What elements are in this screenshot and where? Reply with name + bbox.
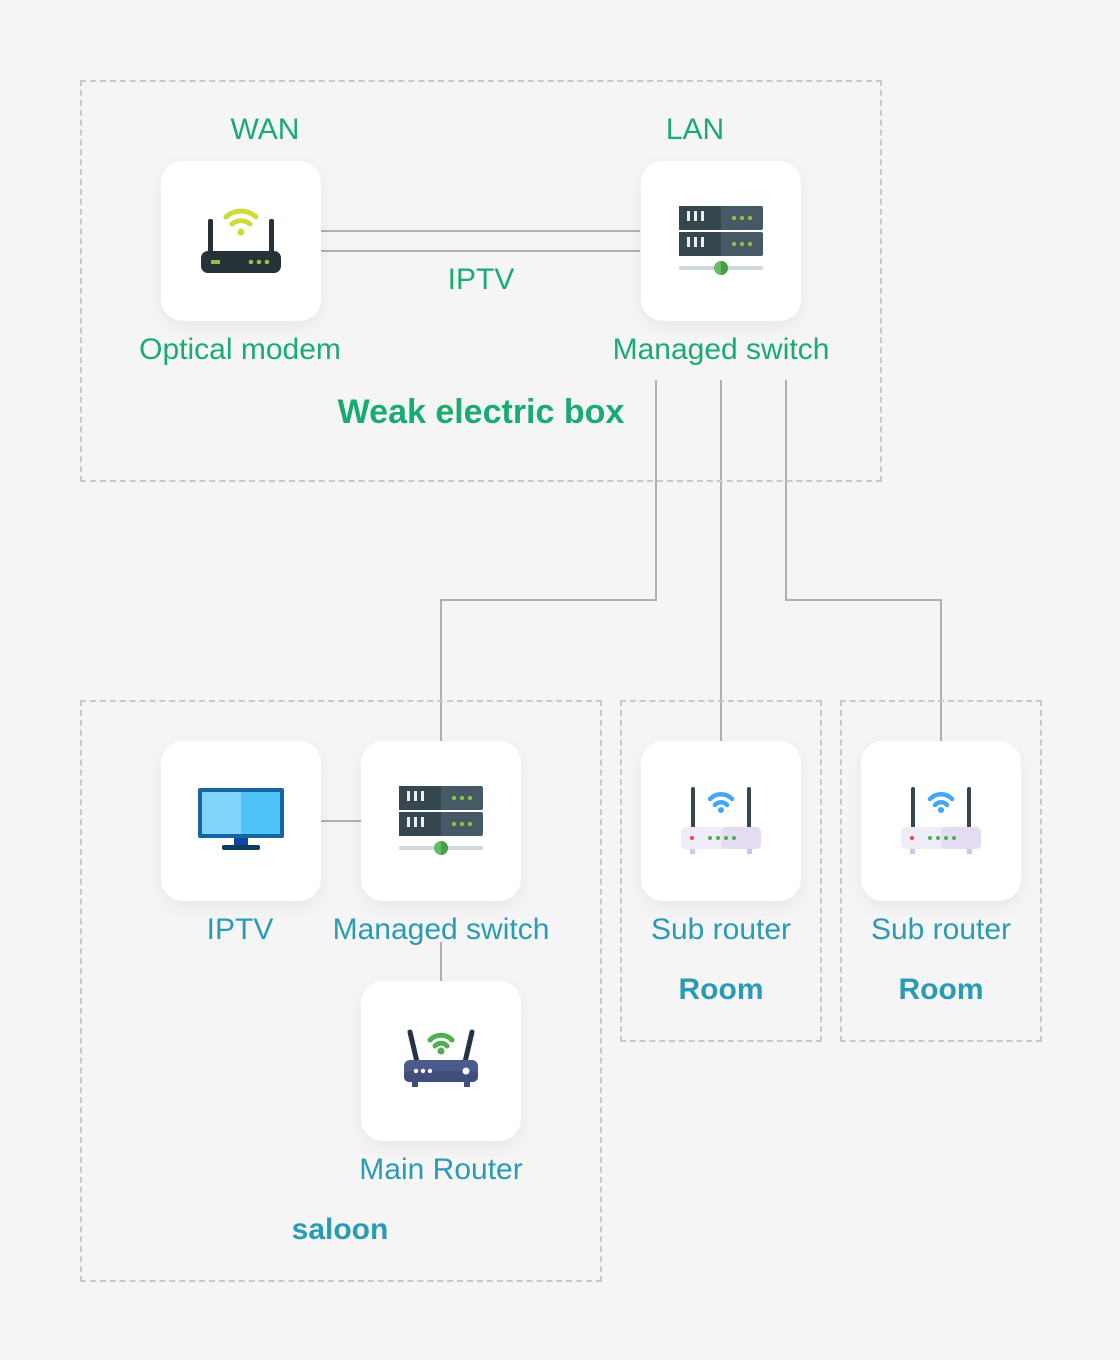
optical-modem-icon — [201, 208, 281, 273]
optical-modem-label: Optical modem — [139, 333, 341, 366]
sub-router-card-2[interactable] — [861, 741, 1021, 901]
sub-router-card-1[interactable] — [641, 741, 801, 901]
saloon-zone — [80, 700, 602, 1282]
wan-label: WAN — [230, 113, 300, 146]
room-zone-1 — [620, 700, 822, 1042]
optical-modem-card[interactable] — [161, 161, 321, 321]
room-title-1: Room — [678, 973, 764, 1006]
wifi-router-icon — [901, 787, 981, 854]
wifi-router-icon — [404, 1029, 478, 1087]
wifi-router-icon — [681, 787, 761, 854]
main-router-label: Main Router — [359, 1153, 523, 1186]
lan-label: LAN — [665, 113, 725, 146]
iptv-label: IPTV — [206, 913, 274, 946]
managed-switch-saloon-label: Managed switch — [332, 913, 550, 946]
managed-switch-saloon-card[interactable] — [361, 741, 521, 901]
server-switch-icon — [679, 206, 763, 275]
managed-switch-top-label: Managed switch — [612, 333, 830, 366]
managed-switch-top-card[interactable] — [641, 161, 801, 321]
wire-to-room-2 — [785, 380, 942, 741]
weak-electric-box-title: Weak electric box — [337, 393, 625, 431]
weak-electric-box-zone — [80, 80, 882, 482]
room-zone-2 — [840, 700, 1042, 1042]
iptv-link-label: IPTV — [447, 263, 515, 296]
sub-router-label-2: Sub router — [870, 913, 1012, 946]
saloon-title: saloon — [291, 1213, 389, 1246]
iptv-card[interactable] — [161, 741, 321, 901]
room-title-2: Room — [898, 973, 984, 1006]
wire-to-saloon-switch — [440, 380, 657, 741]
server-switch-icon — [399, 786, 483, 855]
main-router-card[interactable] — [361, 981, 521, 1141]
sub-router-label-1: Sub router — [650, 913, 792, 946]
monitor-icon — [198, 788, 284, 850]
